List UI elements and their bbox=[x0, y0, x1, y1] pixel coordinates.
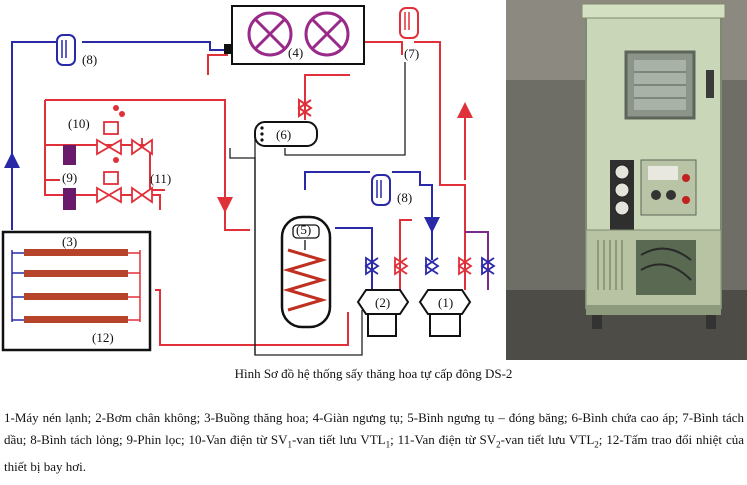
valve-set-11: (11) bbox=[96, 157, 171, 204]
label-7: (7) bbox=[404, 46, 419, 61]
figure-title: Hình Sơ đồ hệ thống sấy thăng hoa tự cấp… bbox=[234, 366, 513, 381]
heat-exchange-plate bbox=[24, 249, 128, 256]
suction-lines bbox=[4, 41, 440, 290]
label-2: (2) bbox=[375, 295, 390, 310]
legend-text: 1-Máy nén lạnh; 2-Bơm chân không; 3-Buồn… bbox=[4, 410, 744, 447]
vacuum-pump: (2) bbox=[356, 289, 410, 337]
pump-valves bbox=[364, 256, 496, 276]
valve-set-10: (10) bbox=[68, 105, 153, 156]
oil-separator: (7) bbox=[399, 7, 419, 61]
heat-exchange-plate bbox=[24, 270, 128, 277]
liquid-separator-bottom: (8) bbox=[371, 174, 412, 206]
legend-subscript: 1 bbox=[385, 439, 391, 450]
label-4: (4) bbox=[288, 45, 303, 60]
sublimation-chamber: (3) (12) bbox=[1, 230, 152, 352]
legend-subscript: 2 bbox=[594, 439, 599, 450]
compressor: (1) bbox=[418, 289, 472, 337]
figure-legend: 1-Máy nén lạnh; 2-Bơm chân không; 3-Buồn… bbox=[4, 407, 744, 478]
label-11: (11) bbox=[150, 171, 171, 186]
label-8-top: (8) bbox=[82, 52, 97, 67]
filter-driers: (9) bbox=[62, 145, 77, 210]
equalizer-lines bbox=[229, 62, 406, 356]
legend-text: -van tiết lưu VTL bbox=[500, 432, 595, 447]
heat-exchange-plate bbox=[24, 293, 128, 300]
label-8-bottom: (8) bbox=[397, 190, 412, 205]
legend-text: -van tiết lưu VTL bbox=[291, 432, 386, 447]
valve-receiver-icon bbox=[297, 98, 313, 118]
condenser: (4) bbox=[224, 5, 365, 65]
label-10: (10) bbox=[68, 116, 90, 131]
machine-photo bbox=[506, 0, 747, 360]
label-1: (1) bbox=[438, 295, 453, 310]
label-5: (5) bbox=[296, 222, 311, 237]
legend-text: ; 11-Van điện từ SV bbox=[390, 432, 497, 447]
high-pressure-receiver: (6) bbox=[254, 121, 318, 147]
legend-subscript: 1 bbox=[287, 439, 292, 450]
heat-exchange-plate bbox=[24, 316, 128, 323]
legend-text: ; 12-Tấm trao đổi nhiệt của thiết bị bay… bbox=[4, 432, 744, 474]
liquid-separator-top: (8) bbox=[56, 34, 97, 67]
label-9: (9) bbox=[62, 170, 77, 185]
refrigeration-schematic: (4) (7) (8) (8) (6) (9) (1 bbox=[1, 5, 496, 356]
legend-subscript: 2 bbox=[496, 439, 501, 450]
label-6: (6) bbox=[276, 127, 291, 142]
label-12: (12) bbox=[92, 330, 114, 345]
condenser-freezer: (5) bbox=[280, 215, 332, 329]
label-3: (3) bbox=[62, 234, 77, 249]
